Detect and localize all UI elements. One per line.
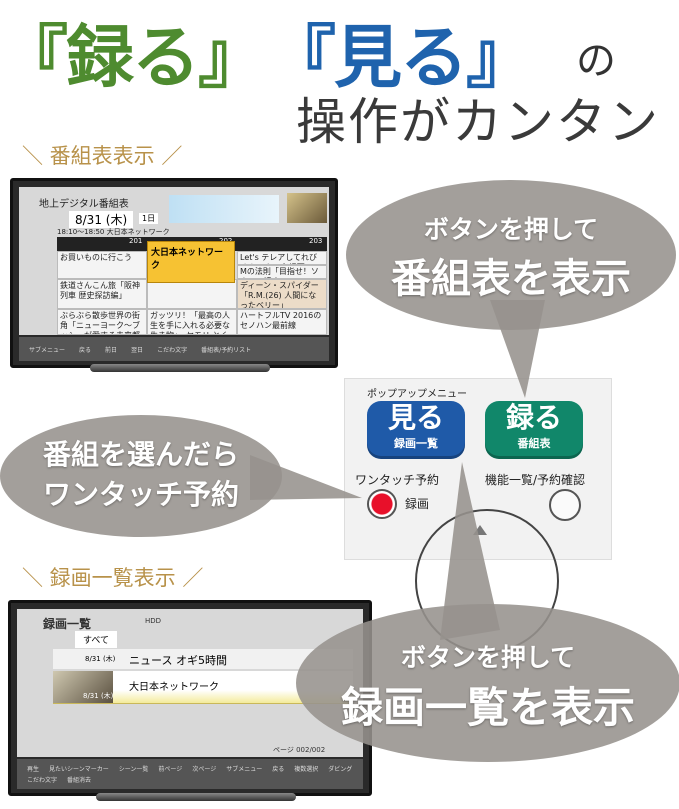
- bubble-epg-line2: 番組表を表示: [391, 256, 631, 302]
- footer-item: 戻る: [272, 766, 285, 773]
- recording-date: 8/31 (木): [85, 655, 116, 663]
- recording-date: 8/31 (木): [83, 692, 114, 700]
- epg-day-tab[interactable]: 1日: [139, 213, 159, 224]
- footer-item: ダビング: [328, 766, 353, 773]
- epg-footer: サブメニュー 戻る 前日 翌日 こだわ文字 番組表/予約リスト: [19, 337, 329, 361]
- epg-preview-banner: [169, 195, 279, 223]
- headline-rec: 『録る』: [0, 19, 266, 98]
- one-touch-record-button[interactable]: [367, 489, 397, 519]
- bubble-epg: ボタンを押して 番組表を表示: [346, 180, 676, 330]
- footer-item: 複数選択: [294, 766, 319, 773]
- program-cell[interactable]: Mの法則「目指せ！ソウルの達人」: [237, 265, 327, 279]
- tv-stand: [96, 793, 296, 801]
- footer-item: 翌日: [131, 346, 144, 354]
- remote-control: ポップアップメニュー 見る 録画一覧 録る 番組表 ワンタッチ予約 録画 機能一…: [344, 378, 612, 653]
- footer-item: こだわ文字: [27, 777, 58, 784]
- list-footer: 再生 見たいシーンマーカー シーン一覧 前ページ 次ページ サブメニュー 戻る …: [17, 759, 363, 789]
- program-cell[interactable]: 鉄道さんこん旅「阪神列車 歴史探訪編」: [57, 279, 147, 309]
- view-button[interactable]: 見る 録画一覧: [367, 401, 465, 459]
- footer-item: 次ページ: [192, 766, 217, 773]
- footer-item: サブメニュー: [226, 766, 263, 773]
- function-list-label: 機能一覧/予約確認: [485, 473, 586, 487]
- epg-date: 8/31 (木): [69, 211, 134, 228]
- popup-menu-label: ポップアップメニュー: [367, 389, 467, 400]
- footer-item: 見たいシーンマーカー: [49, 766, 109, 773]
- up-arrow-icon: [473, 525, 487, 535]
- program-cell[interactable]: お買いものに行こう: [57, 251, 147, 279]
- list-screen: 録画一覧 HDD すべて 8/31 (木) ニュース オギ5時間 8/31 (木…: [17, 609, 363, 757]
- tv-epg: 地上デジタル番組表 8/31 (木) 1日 18:10〜18:50 大日本ネット…: [10, 178, 338, 368]
- recording-title: 大日本ネットワーク: [129, 682, 219, 693]
- view-button-sublabel: 録画一覧: [394, 437, 438, 450]
- headline-subtitle: 操作がカンタン: [296, 93, 660, 151]
- epg-selected-program[interactable]: 大日本ネットワーク: [147, 241, 235, 283]
- function-list-button[interactable]: [549, 489, 581, 521]
- footer-item: こだわ文字: [157, 346, 188, 354]
- tab-all[interactable]: すべて: [75, 631, 118, 648]
- section-label-list: ＼ 録画一覧表示 ／: [22, 566, 204, 590]
- list-page: ページ 002/002: [273, 746, 326, 754]
- section-label-epg: ＼ 番組表表示 ／: [22, 144, 183, 168]
- list-title: 録画一覧: [43, 617, 92, 631]
- bubble-list: ボタンを押して 録画一覧を表示: [296, 604, 679, 762]
- one-touch-label: ワンタッチ予約: [355, 473, 440, 487]
- headline-particle: の: [576, 38, 616, 84]
- footer-item: 番組表/予約リスト: [201, 346, 252, 354]
- bubble-epg-line1: ボタンを押して: [423, 215, 599, 244]
- record-label: 録画: [405, 497, 430, 511]
- rec-button-sublabel: 番組表: [517, 437, 551, 450]
- recording-row[interactable]: 8/31 (木) ニュース オギ5時間: [53, 649, 353, 669]
- program-cell[interactable]: Let's テレアしてれびくん ◇あの名場面: [237, 251, 327, 265]
- epg-title: 地上デジタル番組表: [39, 199, 129, 210]
- epg-screen: 地上デジタル番組表 8/31 (木) 1日 18:10〜18:50 大日本ネット…: [19, 187, 329, 335]
- footer-item: シーン一覧: [118, 766, 149, 773]
- footer-item: 番組消去: [67, 777, 92, 784]
- bubble-reserve-line2: ワンタッチ予約: [42, 478, 239, 511]
- view-button-label: 見る: [387, 401, 444, 434]
- recording-thumbnail: [53, 671, 113, 703]
- tv-stand: [90, 364, 270, 372]
- list-storage: HDD: [145, 617, 162, 625]
- recording-title: ニュース オギ5時間: [129, 654, 227, 667]
- channel-201: 201: [129, 237, 143, 245]
- footer-item: 戻る: [79, 346, 92, 354]
- rec-button-label: 録る: [505, 401, 562, 434]
- program-cell[interactable]: ガッツリ！「最高の人生を手に入れる必要な生き物」・ヤモリ とくらす大作戦: [147, 309, 237, 335]
- footer-item: 前ページ: [158, 766, 183, 773]
- channel-203: 203: [309, 237, 323, 245]
- tail-list: [440, 462, 500, 640]
- program-cell[interactable]: ディーン・スパイダー「R.M.(26) 人間になったベリー」: [237, 279, 327, 309]
- rec-button[interactable]: 録る 番組表: [485, 401, 583, 459]
- epg-time-info: 18:10〜18:50 大日本ネットワーク: [57, 228, 170, 236]
- bubble-reserve: 番組を選んだら ワンタッチ予約: [0, 415, 282, 537]
- footer-item: 前日: [105, 346, 118, 354]
- program-cell[interactable]: ぶらぶら散歩世界の街角「ニューヨーク〜ブッシュが愛する未来都市」: [57, 309, 147, 335]
- footer-item: 再生: [27, 766, 40, 773]
- bubble-list-line1: ボタンを押して: [400, 643, 576, 672]
- footer-item: サブメニュー: [29, 346, 66, 354]
- bubble-list-line2: 録画一覧を表示: [340, 683, 635, 732]
- epg-thumbnail: [287, 193, 327, 223]
- bubble-reserve-line1: 番組を選んだら: [42, 438, 239, 471]
- headline-view: 『見る』: [268, 19, 534, 98]
- program-cell[interactable]: ハートフルTV 2016のセノハン最前線: [237, 309, 327, 335]
